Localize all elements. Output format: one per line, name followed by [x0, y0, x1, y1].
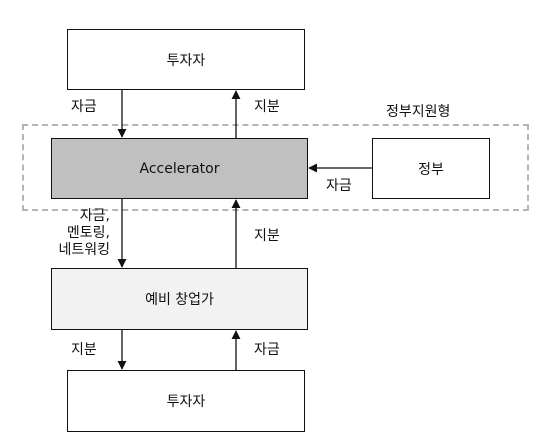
startup-label: 예비 창업가 — [145, 292, 214, 308]
edge-label-startup-equity: 지분 — [254, 228, 280, 244]
investor-bottom-node: 투자자 — [67, 370, 305, 432]
investor-bottom-label: 투자자 — [166, 394, 206, 410]
government-label: 정부 — [418, 161, 444, 178]
edge-label-government-funding: 자금 — [326, 178, 352, 194]
edge-label-investor-funding: 자금 — [71, 99, 97, 115]
investor-top-label: 투자자 — [166, 52, 206, 69]
edge-label-support-line-1: 자금, — [79, 208, 110, 224]
edge-label-investor-bottom-funding: 자금 — [254, 342, 280, 358]
edge-label-accelerator-support: 자금, 멘토링, 네트워킹 — [54, 208, 110, 259]
government-support-region-label: 정부지원형 — [386, 104, 451, 120]
government-support-region — [22, 124, 529, 211]
accelerator-label: Accelerator — [139, 160, 220, 177]
edge-label-startup-equity-to-investor: 지분 — [71, 342, 97, 358]
edge-label-accelerator-equity: 지분 — [254, 99, 280, 115]
edge-label-support-line-3: 네트워킹 — [58, 242, 110, 258]
accelerator-node: Accelerator — [51, 138, 308, 199]
government-node: 정부 — [372, 138, 490, 199]
edge-label-support-line-2: 멘토링, — [66, 225, 110, 241]
startup-node: 예비 창업가 — [51, 268, 308, 330]
investor-top-node: 투자자 — [67, 29, 305, 90]
